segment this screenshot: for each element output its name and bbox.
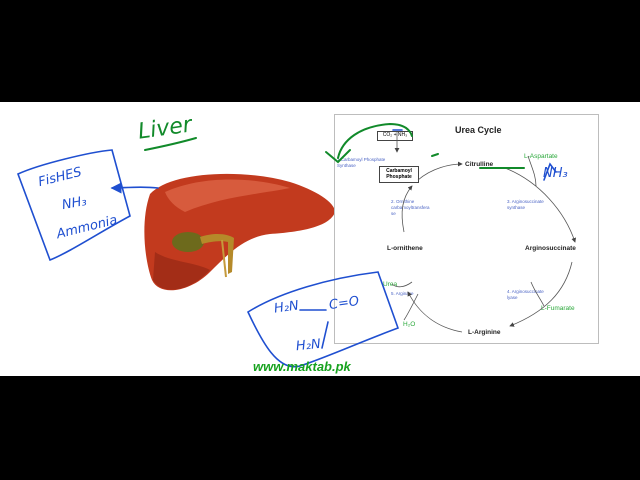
liver-shadow [153,252,210,290]
l-arginine-label: L-Arginine [468,329,501,336]
carbamoyl-phosphate-box: Carbamoyl Phosphate [379,166,419,183]
gallbladder [172,232,204,252]
slide: Urea Cycle CO₂ + NH₃ Carbamoyl Phosphate… [0,102,640,376]
l-ornithine-label: L-ornithene [387,245,423,252]
enzyme-3-label: 3. Arginosuccinate synthase [507,199,544,210]
liver-illustration [144,173,335,291]
enzyme-2-label: 2. Ornithine carbamoyltransfera se [391,199,430,216]
annotation-overlay [16,122,577,368]
diagram-title: Urea Cycle [455,125,502,135]
bile-duct [200,234,234,274]
blue-strokes [16,129,557,368]
liver-highlight [165,179,290,212]
nh3-right-handwriting: NH₃ [543,166,568,181]
l-fumarate-label: L-Fumarate [541,305,575,312]
cycle-arrows [391,132,577,333]
h2o-label: H₂O [403,321,416,328]
l-aspartate-label: L-Aspartate [524,153,558,160]
argininosuccinate-label: Arginosuccinate [525,245,576,252]
enzyme-1-label: 1.Carbamoyl Phosphate Synthase [337,157,386,168]
urea-cycle-panel: Urea Cycle CO₂ + NH₃ Carbamoyl Phosphate… [334,114,599,344]
enzyme-4-label: 4. Arginosuccinate lyase [507,289,544,300]
vessel [221,239,227,278]
green-strokes [144,122,525,169]
urea-label: Urea [383,281,398,288]
enzyme-5-label: 5. Arginase [391,291,414,296]
h2n-bottom-handwriting: H₂N [295,336,322,355]
watermark: www.maktab.pk [253,359,351,374]
citrulline-label: Citrulline [465,161,494,168]
